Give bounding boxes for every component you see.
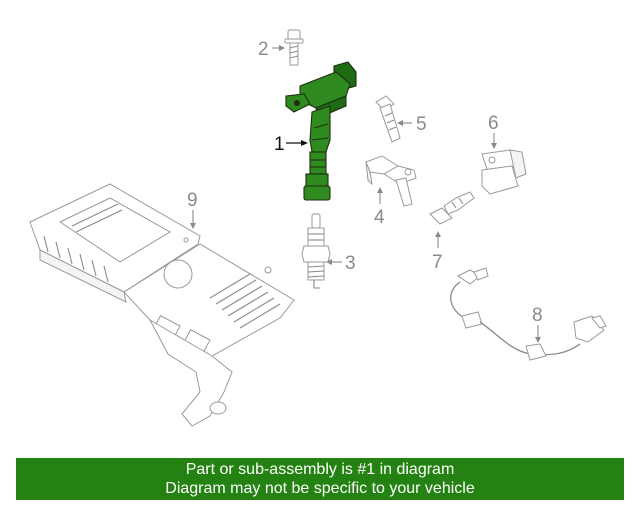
parts-diagram: 2 1 5 [29,29,607,427]
part-bolt-7 [429,191,475,225]
callout-3: 3 [345,253,356,274]
info-banner: Part or sub-assembly is #1 in diagram Di… [16,458,624,500]
banner-line-disclaimer: Diagram may not be specific to your vehi… [165,480,475,497]
callout-4: 4 [374,207,385,228]
callout-8: 8 [532,305,543,326]
part-bolt-5 [375,95,401,143]
part-harness-sensor-8 [450,267,607,361]
part-ignition-coil-1 [285,61,357,201]
part-sensor-6 [481,149,527,195]
banner-line-part-info: Part or sub-assembly is #1 in diagram [185,461,455,478]
callout-9: 9 [187,190,198,211]
callout-7: 7 [432,252,443,273]
part-sensor-4 [365,155,417,207]
callout-2: 2 [258,39,269,60]
callout-6: 6 [488,113,499,134]
part-bolt-2 [284,29,304,66]
part-control-module-9 [29,183,295,427]
callout-5: 5 [416,114,427,135]
callout-1: 1 [274,134,285,155]
part-spark-plug-3 [301,213,331,289]
